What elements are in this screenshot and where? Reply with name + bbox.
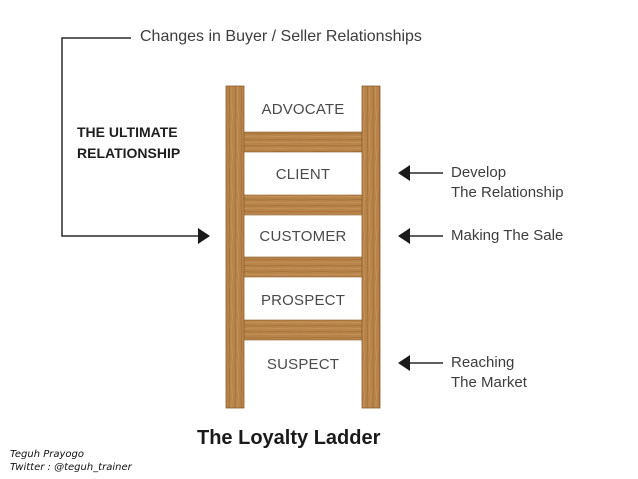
- diagram-title: The Loyalty Ladder: [197, 427, 381, 449]
- ladder-rung: [239, 194, 365, 216]
- suspect-annotation-line-2: The Market: [451, 374, 527, 391]
- ladder-rung: [239, 256, 365, 278]
- left-arrow-icon: [398, 228, 410, 244]
- bracket-arrowhead-icon: [198, 228, 210, 244]
- relationship-bracket: [61, 37, 210, 244]
- ultimate-line-1: THE ULTIMATE: [77, 124, 178, 140]
- stage-customer: CUSTOMER: [259, 228, 347, 245]
- left-arrow-icon: [398, 355, 410, 371]
- customer-annotation: Making The Sale: [451, 227, 564, 244]
- top-label: Changes in Buyer / Seller Relationships: [140, 28, 422, 45]
- stage-advocate: ADVOCATE: [261, 101, 345, 118]
- credit-twitter: Twitter : @teguh_trainer: [10, 462, 132, 473]
- suspect-annotation-line-1: Reaching: [451, 354, 515, 371]
- client-arrow: [398, 165, 443, 181]
- client-annotation-line-2: The Relationship: [451, 184, 564, 201]
- left-arrow-icon: [398, 165, 410, 181]
- stage-prospect: PROSPECT: [260, 292, 346, 309]
- suspect-arrow: [398, 355, 443, 371]
- stage-suspect: SUSPECT: [266, 356, 340, 373]
- stage-client: CLIENT: [275, 166, 331, 183]
- ultimate-relationship-label: THE ULTIMATE RELATIONSHIP: [77, 122, 180, 164]
- ultimate-line-2: RELATIONSHIP: [77, 145, 181, 161]
- credit-name: Teguh Prayogo: [10, 449, 84, 460]
- ladder-rung: [239, 319, 365, 341]
- ladder-rung: [239, 131, 365, 153]
- suspect-annotation: Reaching The Market: [451, 353, 527, 393]
- ladder-right-rail: [361, 85, 381, 409]
- customer-arrow: [398, 228, 443, 244]
- ladder-left-rail: [225, 85, 245, 409]
- ladder-rungs: [239, 131, 365, 341]
- client-annotation-line-1: Develop: [451, 164, 507, 181]
- client-annotation: Develop The Relationship: [451, 163, 564, 203]
